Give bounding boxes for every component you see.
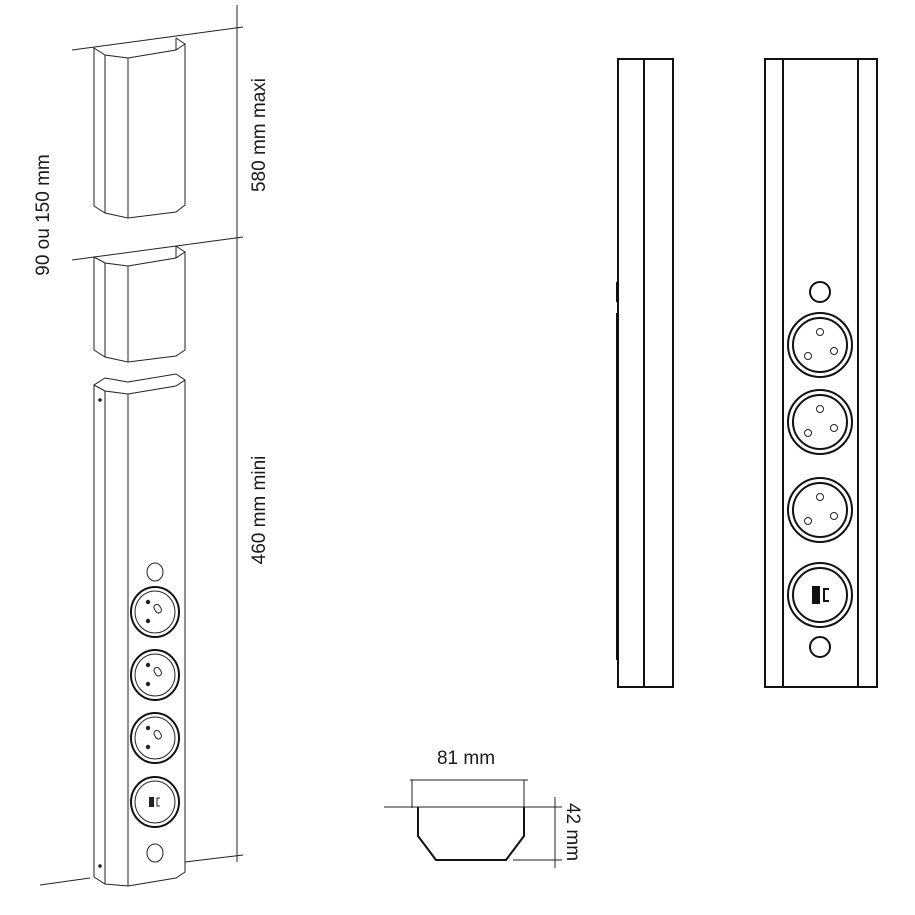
screw-icon (98, 398, 102, 402)
extension-cap-tall (93, 37, 186, 219)
dimension-label-max-height: 580 mm maxi (249, 78, 270, 192)
extension-line-middle (71, 236, 244, 261)
led-indicator-icon (146, 843, 164, 863)
led-indicator-icon (809, 281, 831, 303)
side-view (616, 58, 674, 688)
extension-cap-short (93, 245, 186, 363)
dimension-label-depth: 42 mm (562, 803, 583, 861)
perspective-view: 580 mm maxi 460 mm mini 90 ou 150 mm (33, 5, 270, 887)
led-indicator-icon (809, 636, 831, 658)
front-view (764, 58, 878, 688)
power-module (93, 373, 186, 887)
extension-line-bottom-right (184, 854, 244, 863)
socket-icon (787, 312, 853, 378)
dimension-label-width: 81 mm (437, 748, 495, 769)
screw-icon (98, 864, 102, 868)
french-socket-icon (130, 712, 180, 764)
socket-icon (787, 477, 853, 543)
led-indicator-icon (146, 562, 164, 582)
usb-charger-icon (130, 776, 180, 828)
cross-section: 81 mm 42 mm (384, 748, 583, 868)
french-socket-icon (130, 586, 180, 638)
french-socket-icon (130, 649, 180, 701)
dimension-label-min-height: 460 mm mini (249, 456, 270, 565)
dimension-label-extension-height: 90 ou 150 mm (33, 154, 54, 275)
extension-line-top (71, 26, 244, 51)
usb-charger-icon (787, 562, 853, 628)
extension-line-bottom-left (39, 877, 91, 886)
socket-icon (787, 389, 853, 455)
